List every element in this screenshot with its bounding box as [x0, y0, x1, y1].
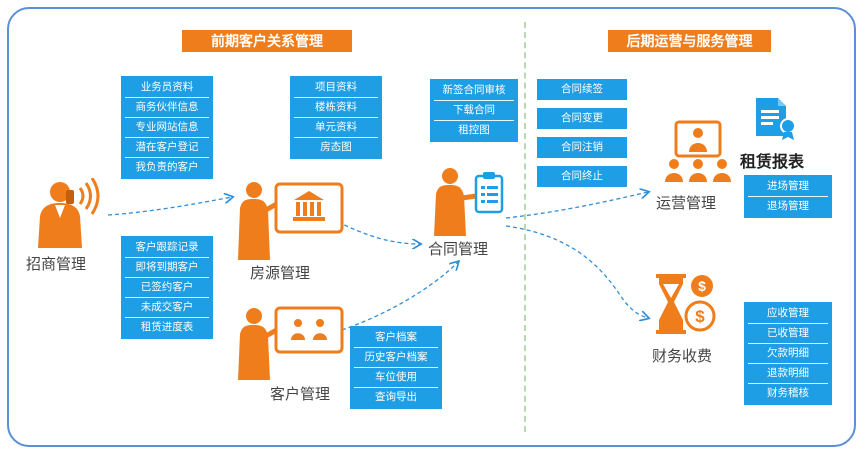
- list-item-followup-2: 已签约客户: [125, 278, 209, 298]
- list-property: 项目资料楼栋资料单元资料房态图: [290, 76, 382, 159]
- list-item-finance-0: 应收管理: [748, 304, 828, 324]
- list-item-followup-4: 租赁进度表: [125, 318, 209, 337]
- list-item-report-1: 退场管理: [748, 197, 828, 216]
- list-item-contract-0: 新签合同审核: [434, 81, 514, 101]
- list-item-customer-2: 车位使用: [354, 368, 438, 388]
- list-item-followup-1: 即将到期客户: [125, 258, 209, 278]
- svg-text:$: $: [695, 307, 705, 326]
- clipboard-person-icon: [434, 168, 504, 236]
- list-item-property-1: 楼栋资料: [294, 98, 378, 118]
- list-item-report-0: 进场管理: [748, 177, 828, 197]
- report-document-icon: [756, 98, 796, 140]
- list-item-property-3: 房态图: [294, 138, 378, 157]
- operations-icon: [665, 120, 731, 182]
- list-item-sales-2: 专业网站信息: [125, 118, 209, 138]
- right-section-title: 后期运营与服务管理: [608, 30, 771, 52]
- building-presenter-icon: [238, 182, 344, 260]
- list-followup: 客户跟踪记录即将到期客户已签约客户未成交客户租赁进度表: [121, 236, 213, 339]
- arrow-fangyuan-hetong: [337, 221, 420, 244]
- arrow-hetong-caiwu: [505, 225, 648, 318]
- section-divider: [524, 22, 526, 432]
- list-contract: 新签合同审核下载合同租控图: [430, 79, 518, 142]
- list-item-contract-2: 租控图: [434, 121, 514, 140]
- node-caiwu: 财务收费: [652, 348, 713, 365]
- svg-text:$: $: [698, 278, 706, 294]
- phone-person-icon: [38, 178, 100, 248]
- list-report: 进场管理退场管理: [744, 175, 832, 218]
- list-item-sales-0: 业务员资料: [125, 78, 209, 98]
- list-item-finance-3: 退款明细: [748, 364, 828, 384]
- list-item-finance-2: 欠款明细: [748, 344, 828, 364]
- list-item-contract-1: 下载合同: [434, 101, 514, 121]
- node-yunying: 运营管理: [656, 195, 717, 212]
- meeting-presenter-icon: [238, 306, 344, 380]
- diagram-frame: [7, 7, 856, 447]
- left-section-title: 前期客户关系管理: [182, 30, 352, 52]
- list-item-contract-ops-0: 合同续签: [537, 79, 627, 100]
- list-item-sales-3: 潜在客户登记: [125, 138, 209, 158]
- list-item-finance-1: 已收管理: [748, 324, 828, 344]
- node-baobiao: 租赁报表: [740, 154, 805, 171]
- list-item-contract-ops-3: 合同终止: [537, 166, 627, 187]
- list-sales: 业务员资料商务伙伴信息专业网站信息潜在客户登记我负责的客户: [121, 76, 213, 179]
- list-item-finance-4: 财务稽核: [748, 384, 828, 403]
- list-item-property-2: 单元资料: [294, 118, 378, 138]
- node-hetong: 合同管理: [428, 241, 489, 258]
- arrow-kehu-hetong: [341, 262, 458, 331]
- node-fangyuan: 房源管理: [250, 265, 311, 282]
- list-item-followup-3: 未成交客户: [125, 298, 209, 318]
- list-item-customer-0: 客户档案: [354, 328, 438, 348]
- list-item-sales-1: 商务伙伴信息: [125, 98, 209, 118]
- list-contract-ops: 合同续签合同变更合同注销合同终止: [537, 79, 627, 195]
- list-item-contract-ops-2: 合同注销: [537, 137, 627, 158]
- list-item-contract-ops-1: 合同变更: [537, 108, 627, 129]
- list-item-property-0: 项目资料: [294, 78, 378, 98]
- list-item-followup-0: 客户跟踪记录: [125, 238, 209, 258]
- list-item-customer-1: 历史客户档案: [354, 348, 438, 368]
- list-item-customer-3: 查询导出: [354, 388, 438, 407]
- node-zhaoshang: 招商管理: [26, 256, 87, 273]
- arrow-hetong-yunying: [505, 192, 648, 219]
- list-customer: 客户档案历史客户档案车位使用查询导出: [350, 326, 442, 409]
- arrow-zhaoshang-fangyuan: [107, 197, 232, 216]
- list-item-sales-4: 我负责的客户: [125, 158, 209, 177]
- node-kehu: 客户管理: [270, 386, 331, 403]
- finance-hourglass-icon: $ $: [656, 274, 716, 334]
- list-finance: 应收管理已收管理欠款明细退款明细财务稽核: [744, 302, 832, 405]
